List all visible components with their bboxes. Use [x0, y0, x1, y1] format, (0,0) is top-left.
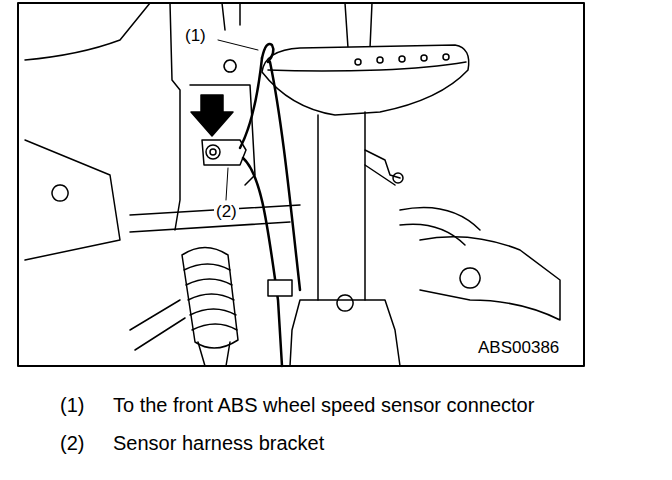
panel-line: [25, 140, 120, 260]
seat-hole: [355, 59, 361, 65]
hose: [400, 208, 480, 231]
callout-number: (2): [214, 203, 239, 222]
harness-clamp: [268, 280, 292, 296]
ball-joint: [460, 268, 480, 288]
seat-hole: [399, 56, 405, 62]
figure-frame: [18, 3, 584, 366]
seat-hole: [421, 55, 427, 61]
panel-hole: [224, 60, 236, 72]
leader-line: [218, 40, 258, 50]
harness: [243, 158, 282, 366]
panel-line: [222, 3, 240, 30]
harness: [240, 58, 262, 148]
bolt: [393, 173, 403, 183]
seat-hole: [443, 54, 449, 60]
hose: [400, 224, 465, 245]
panel-hole: [52, 185, 68, 201]
leader-line: [226, 168, 228, 200]
panel-line: [170, 3, 180, 230]
tie-rod: [130, 300, 185, 350]
strut-tube: [318, 112, 365, 300]
bracket-bolt: [210, 149, 216, 155]
figure-code: ABS00386: [476, 339, 561, 358]
bolt: [337, 295, 353, 311]
strut-rod: [345, 3, 372, 48]
legend-text: To the front ABS wheel speed sensor conn…: [113, 394, 534, 416]
spring-seat-edge: [268, 62, 466, 71]
callout-number: (1): [183, 27, 208, 46]
drive-shaft: [198, 342, 230, 366]
bracket-bolt: [206, 145, 220, 159]
sensor-harness-bracket: [202, 140, 246, 165]
boot: [182, 248, 238, 349]
harness: [270, 62, 300, 290]
boot-ribs: [184, 264, 237, 330]
panel-line: [25, 3, 150, 60]
seat-hole: [377, 57, 383, 63]
spring-seat: [262, 45, 469, 115]
legend-number: (2): [60, 432, 84, 454]
legend-text: Sensor harness bracket: [113, 432, 324, 454]
legend-number: (1): [60, 394, 84, 416]
strut-bracket: [365, 150, 400, 185]
control-arm: [420, 237, 560, 320]
harness-clip: [262, 44, 273, 62]
knuckle: [290, 300, 400, 366]
indicator-arrow: [191, 95, 233, 136]
